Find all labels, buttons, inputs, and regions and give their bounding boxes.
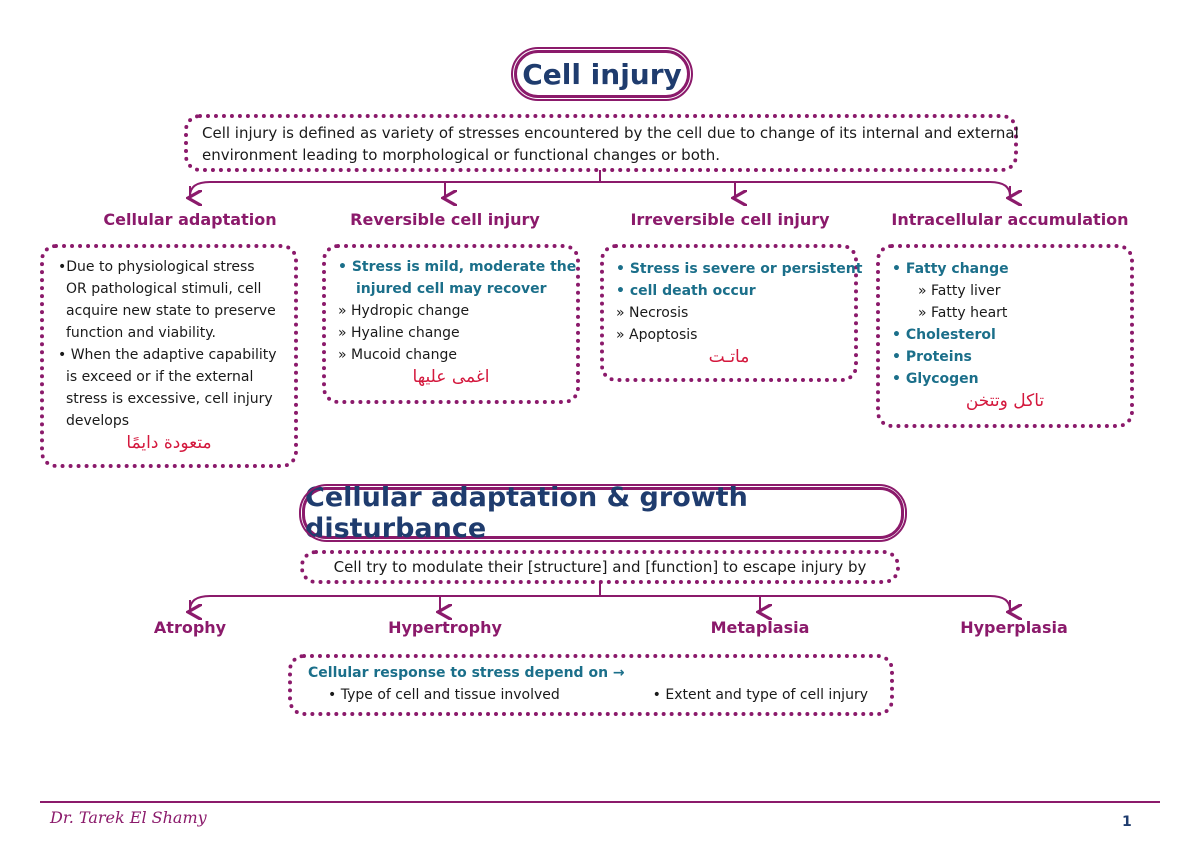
arabic-note: تاكل وتتخن [965,391,1045,411]
irreversible-key-line: • cell death occur [616,283,756,299]
adaptation-line: is exceed or if the external [66,369,254,385]
statement-text: Cell try to modulate their [structure] a… [333,558,867,576]
irreversible-item: » Apoptosis [616,327,698,343]
response-point: • Extent and type of cell injury [652,687,868,703]
heading-cellular-adaptation: Cellular adaptation [103,210,277,229]
adaptation-line: OR pathological stimuli, cell [66,281,262,297]
definition-line-2: environment leading to morphological or … [202,146,721,164]
reversible-item: » Hyaline change [338,325,460,341]
footer-author: Dr. Tarek El Shamy [50,808,207,827]
cellular-adaptation-box: •Due to physiological stress OR patholog… [40,244,298,468]
irreversible-item: » Necrosis [616,305,689,321]
type-hyperplasia: Hyperplasia [960,618,1068,637]
accumulation-line: » Fatty liver [918,283,1001,299]
type-hypertrophy: Hypertrophy [388,618,502,637]
definition-line-1: Cell injury is defined as variety of str… [202,124,1019,142]
arabic-note: متعودة دايمًا [126,433,212,453]
irreversible-injury-box: • Stress is severe or persistent • cell … [600,244,863,382]
reversible-key-line: injured cell may recover [356,281,547,297]
adaptation-line: • When the adaptive capability [58,347,277,363]
page-number: 1 [1122,814,1132,830]
response-point: • Type of cell and tissue involved [328,687,560,703]
reversible-item: » Hydropic change [338,303,470,319]
arabic-note: ماتـت [708,347,750,367]
response-heading: Cellular response to stress depend on → [308,665,625,681]
heading-irreversible-injury: Irreversible cell injury [630,210,830,229]
section2-title-text: Cellular adaptation & growth disturbance [305,482,748,544]
page-title-text: Cell injury [522,57,682,91]
reversible-injury-box: • Stress is mild, moderate the injured c… [322,244,580,404]
adaptation-line: stress is excessive, cell injury [66,391,273,407]
accumulation-line: • Cholesterol [892,327,996,343]
accumulation-line: • Proteins [892,349,972,365]
accumulation-line: • Glycogen [892,371,979,387]
page-title: Cell injury [511,47,693,101]
arabic-note: اغمى عليها [412,367,490,387]
intracellular-accumulation-box: • Fatty change » Fatty liver » Fatty hea… [876,244,1134,428]
definition-box: Cell injury is defined as variety of str… [184,114,1019,172]
adaptation-line: develops [66,413,130,429]
adaptation-line: •Due to physiological stress [58,259,255,275]
section2-title: Cellular adaptation & growth disturbance [299,482,907,544]
accumulation-line: • Fatty change [892,261,1009,277]
statement-box: Cell try to modulate their [structure] a… [300,550,900,584]
heading-intracellular-accumulation: Intracellular accumulation [891,210,1129,229]
adaptation-line: acquire new state to preserve [66,303,276,319]
adaptation-line: function and viability. [66,325,216,341]
irreversible-key-line: • Stress is severe or persistent [616,261,863,277]
reversible-item: » Mucoid change [338,347,457,363]
reversible-key-line: • Stress is mild, moderate the [338,259,577,275]
heading-reversible-injury: Reversible cell injury [350,210,540,229]
type-atrophy: Atrophy [153,618,227,637]
type-metaplasia: Metaplasia [710,618,810,637]
accumulation-line: » Fatty heart [918,305,1008,321]
response-box: Cellular response to stress depend on → … [288,654,894,716]
